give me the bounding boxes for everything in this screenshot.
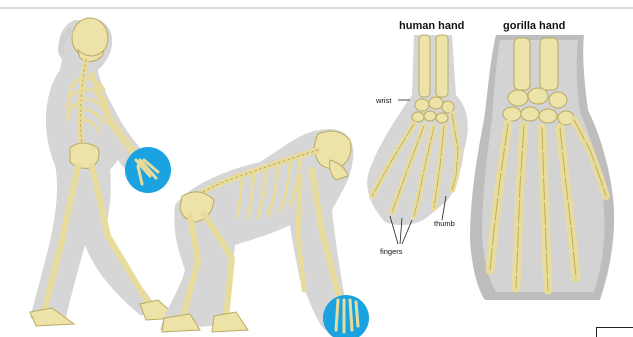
- gorilla-hand-title: gorilla hand: [503, 20, 565, 32]
- wrist-label: wrist: [376, 96, 391, 105]
- gorilla-hand-bones: [470, 35, 614, 300]
- human-skeleton: [30, 18, 178, 326]
- human-hand-title: human hand: [399, 20, 464, 32]
- fingers-label: fingers: [380, 247, 403, 256]
- thumb-label: thumb: [434, 219, 455, 228]
- gorilla-skeleton: [160, 129, 369, 337]
- corner-bracket: [596, 327, 633, 337]
- human-hand-bones: [367, 35, 468, 244]
